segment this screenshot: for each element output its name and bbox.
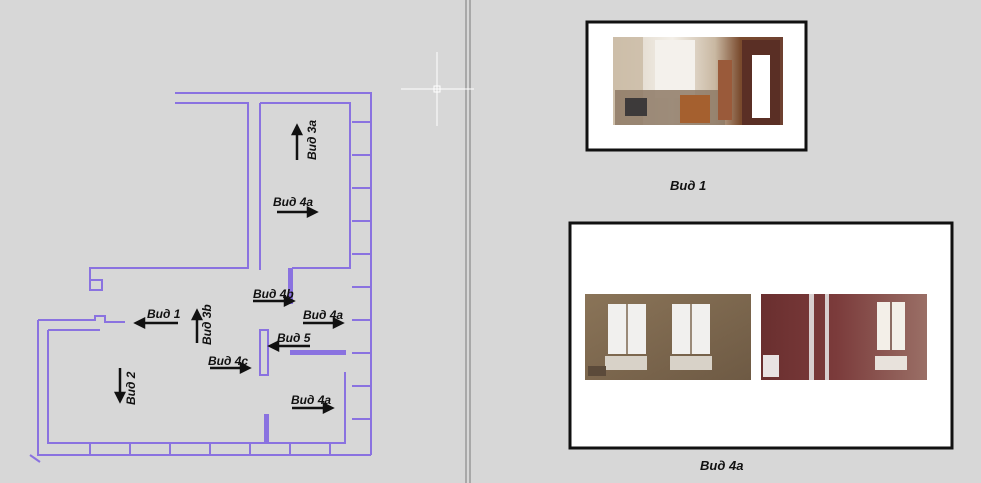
caption-view1: Вид 1 [670, 178, 706, 193]
door-jamb-lower [264, 414, 269, 444]
pointcloud-image-view4a-right [761, 294, 927, 380]
thick-partitions [264, 268, 346, 444]
lower-room-top-wall [38, 315, 125, 323]
viewport-view1[interactable]: Вид 1 [585, 20, 808, 193]
label-vid-4c: Вид 4c [208, 354, 248, 368]
viewport-splitter[interactable] [465, 0, 471, 483]
lower-room-inner-wall [47, 330, 346, 444]
partition-column [259, 329, 269, 376]
label-vid-4a-mid: Вид 4a [303, 308, 343, 322]
inner-wall-corridor [89, 102, 249, 280]
label-vid-3b: Вид 3b [200, 304, 214, 345]
label-vid-4b: Вид 4b [253, 287, 294, 301]
viewport-view4a[interactable]: Вид 4a [568, 221, 954, 473]
door-jamb-upper [288, 268, 293, 304]
label-vid-5: Вид 5 [277, 331, 311, 345]
label-vid-3a: Вид 3a [305, 120, 319, 160]
wall-end-mark [29, 454, 41, 463]
crosshair-cursor-icon [401, 52, 474, 126]
label-vid-4a-lower: Вид 4a [291, 393, 331, 407]
caption-view4a: Вид 4a [700, 458, 743, 473]
wall-segment-bath [290, 350, 346, 355]
window-ticks-bottom [89, 443, 331, 455]
wall-stub [288, 268, 293, 276]
wall-niche [89, 279, 103, 291]
label-vid-4a-upper: Вид 4a [273, 195, 313, 209]
pointcloud-image-view4a-left [585, 294, 751, 380]
window-ticks-right [352, 121, 371, 420]
label-vid-1: Вид 1 [147, 307, 181, 321]
lower-room-outer-wall [37, 320, 371, 456]
pointcloud-image-view1 [613, 37, 783, 125]
label-vid-2: Вид 2 [124, 371, 138, 405]
outer-wall-top-right [175, 92, 372, 455]
upper-room-wall [260, 102, 351, 269]
view-arrows [113, 123, 345, 415]
floor-plan[interactable] [29, 92, 372, 463]
